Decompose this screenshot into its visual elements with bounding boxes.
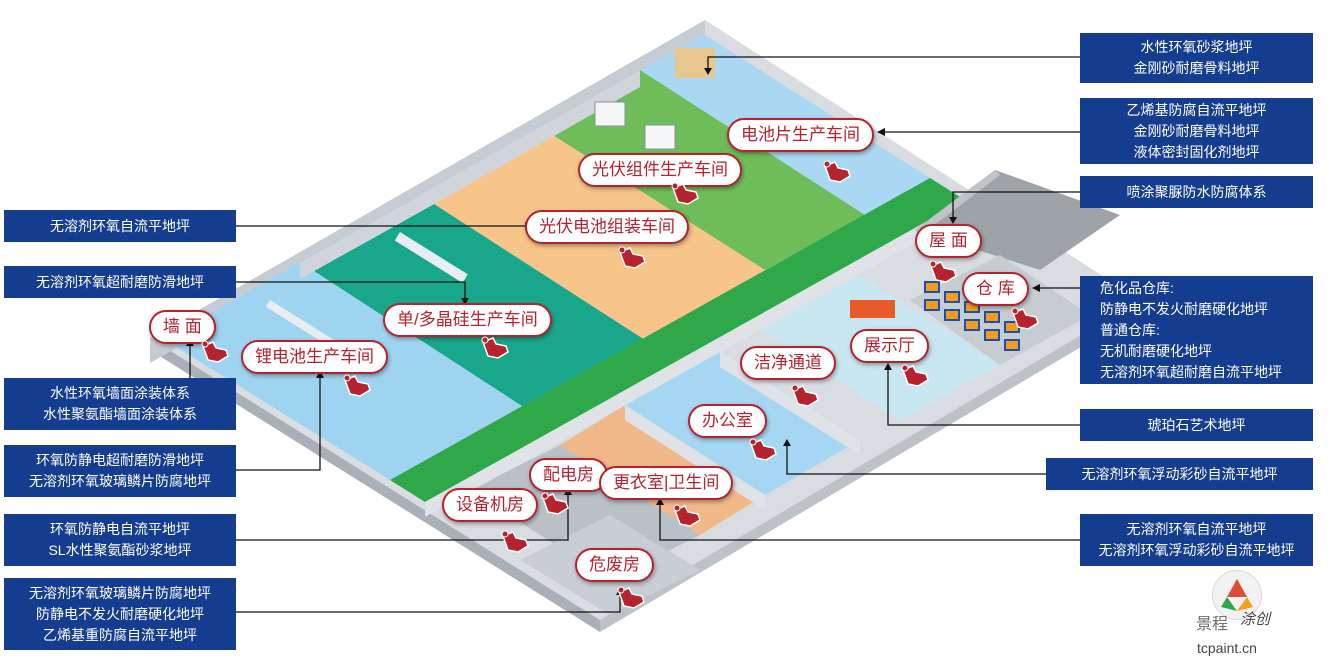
info-line: 环氧防静电超耐磨防滑地坪 xyxy=(36,452,204,468)
info-line: 喷涂聚脲防水防腐体系 xyxy=(1126,183,1267,200)
leader-right-6 xyxy=(786,446,1046,475)
partition-3 xyxy=(540,70,640,144)
tag-locker[interactable]: 更衣室|卫生间 xyxy=(599,466,734,500)
tag-pv-cell[interactable]: 光伏电池组装车间 xyxy=(525,210,689,244)
info-line: 无溶剂环氧浮动彩砂自流平地坪 xyxy=(1098,542,1295,558)
tag-silicon[interactable]: 单/多晶硅生产车间 xyxy=(383,303,552,337)
tag-corridor[interactable]: 洁净通道 xyxy=(740,346,836,380)
info-line: 无溶剂环氧自流平地坪 xyxy=(1126,521,1267,537)
pointer-hand-icon xyxy=(900,362,930,388)
info-left-1: 无溶剂环氧自流平地坪 xyxy=(4,210,236,242)
logo-brand2: 涂创 xyxy=(1240,610,1271,628)
info-line: 液体密封固化剂地坪 xyxy=(1133,143,1260,160)
zone-silicon xyxy=(300,195,645,408)
logo-brand: 景程 xyxy=(1196,614,1229,633)
tag-pv-module[interactable]: 光伏组件生产车间 xyxy=(578,153,742,187)
tag-battery-sheet[interactable]: 电池片生产车间 xyxy=(727,118,874,152)
machine-2 xyxy=(644,124,676,150)
pointer-hand-icon xyxy=(748,436,778,462)
tag-showroom[interactable]: 展示厅 xyxy=(850,329,929,363)
pointer-hand-icon xyxy=(822,158,852,184)
tag-warehouse[interactable]: 仓 库 xyxy=(962,272,1029,306)
partition-2 xyxy=(420,127,540,212)
info-line: 无溶剂环氧自流平地坪 xyxy=(50,217,190,234)
tag-wall[interactable]: 墙 面 xyxy=(149,310,216,344)
info-line: 琥珀石艺术地坪 xyxy=(1147,416,1246,433)
tag-office[interactable]: 办公室 xyxy=(688,404,767,438)
leader-left-2 xyxy=(236,281,466,298)
pointer-hand-icon xyxy=(1010,305,1040,331)
info-line: 无机耐磨硬化地坪 xyxy=(1100,342,1212,359)
pointer-hand-icon xyxy=(672,502,702,528)
leader-right-7 xyxy=(659,505,1080,541)
info-right-1: 水性环氧砂浆地坪金刚砂耐磨骨料地坪 xyxy=(1080,33,1313,83)
info-right-5: 琥珀石艺术地坪 xyxy=(1080,409,1313,441)
pointer-hand-icon xyxy=(342,372,372,398)
info-line: SL水性聚氨酯砂浆地坪 xyxy=(48,542,192,558)
showroom-red-panel xyxy=(850,300,895,318)
tag-equipment[interactable]: 设备机房 xyxy=(442,488,538,522)
front-wall-1 xyxy=(425,200,965,517)
floor-slab-edge xyxy=(150,338,600,632)
info-line: 防静电不发火耐磨硬化地坪 xyxy=(1100,300,1268,317)
info-line: 乙烯基防腐自流平地坪 xyxy=(1126,101,1267,118)
info-line: 水性环氧砂浆地坪 xyxy=(1140,39,1253,55)
info-line: 普通仓库: xyxy=(1100,321,1160,338)
info-line: 环氧防静电自流平地坪 xyxy=(50,521,190,537)
pointer-hand-icon xyxy=(200,338,230,364)
green-corridor xyxy=(390,178,965,502)
info-line: 水性环氧墙面涂装体系 xyxy=(50,385,190,401)
pointer-hand-icon xyxy=(500,528,530,554)
brand-logo: 景程 涂创 xyxy=(1196,570,1292,640)
info-line: 金刚砂耐磨骨料地坪 xyxy=(1133,60,1260,76)
tag-power-room[interactable]: 配电房 xyxy=(529,458,608,492)
info-right-6: 无溶剂环氧浮动彩砂自流平地坪 xyxy=(1046,458,1313,490)
leader-right-1 xyxy=(707,56,1080,68)
partition-1 xyxy=(300,195,420,279)
pointer-hand-icon xyxy=(616,584,646,610)
leader-right-5 xyxy=(887,370,1080,426)
info-line: 无溶剂环氧超耐磨自流平地坪 xyxy=(1100,363,1282,380)
logo-icon xyxy=(1212,570,1262,620)
info-line: 金刚砂耐磨骨料地坪 xyxy=(1133,122,1260,139)
floor-slab-edge-right xyxy=(600,300,1140,632)
info-left-2: 无溶剂环氧超耐磨防滑地坪 xyxy=(4,266,236,298)
leader-right-3 xyxy=(952,191,1080,217)
info-right-2: 乙烯基防腐自流平地坪金刚砂耐磨骨料地坪液体密封固化剂地坪 xyxy=(1080,98,1313,164)
info-line: 防静电不发火耐磨硬化地坪 xyxy=(36,605,204,622)
leader-left-6 xyxy=(236,595,621,613)
info-right-7: 无溶剂环氧自流平地坪无溶剂环氧浮动彩砂自流平地坪 xyxy=(1080,514,1313,566)
machine-1 xyxy=(594,101,626,127)
info-left-4: 环氧防静电超耐磨防滑地坪无溶剂环氧玻璃鳞片防腐地坪 xyxy=(4,445,236,497)
pointer-hand-icon xyxy=(540,490,570,516)
leader-left-5 xyxy=(236,495,569,541)
pointer-hand-icon xyxy=(480,334,510,360)
info-left-5: 环氧防静电自流平地坪 SL水性聚氨酯砂浆地坪 xyxy=(4,514,236,566)
info-line: 无溶剂环氧超耐磨防滑地坪 xyxy=(36,273,204,290)
leader-left-4 xyxy=(236,378,321,471)
conveyor xyxy=(394,231,468,283)
info-line: 水性聚氨酯墙面涂装体系 xyxy=(43,406,197,422)
tag-hazard[interactable]: 危废房 xyxy=(575,548,654,582)
info-line: 无溶剂环氧玻璃鳞片防腐地坪 xyxy=(29,584,211,601)
info-line: 乙烯基重防腐自流平地坪 xyxy=(43,626,197,643)
info-right-4: 危化品仓库: 防静电不发火耐磨硬化地坪普通仓库: 无机耐磨硬化地坪无溶剂环氧超耐磨自… xyxy=(1080,276,1313,384)
info-line: 无溶剂环氧浮动彩砂自流平地坪 xyxy=(1081,465,1278,482)
pointer-hand-icon xyxy=(670,180,700,206)
pointer-hand-icon xyxy=(928,258,958,284)
pointer-hand-icon xyxy=(617,244,647,270)
info-right-3: 喷涂聚脲防水防腐体系 xyxy=(1080,176,1313,208)
pointer-hand-icon xyxy=(790,382,820,408)
warehouse-floor xyxy=(910,255,1090,365)
tag-lithium[interactable]: 锂电池生产车间 xyxy=(241,340,388,374)
info-line: 无溶剂环氧玻璃鳞片防腐地坪 xyxy=(29,473,211,489)
site-url: tcpaint.cn xyxy=(1197,640,1257,656)
info-line: 危化品仓库: xyxy=(1100,279,1174,296)
info-left-6: 无溶剂环氧玻璃鳞片防腐地坪防静电不发火耐磨硬化地坪乙烯基重防腐自流平地坪 xyxy=(4,578,236,650)
tag-roof[interactable]: 屋 面 xyxy=(915,224,982,258)
info-left-3: 水性环氧墙面涂装体系水性聚氨酯墙面涂装体系 xyxy=(4,378,236,430)
roof-canopy-top xyxy=(915,170,1000,236)
